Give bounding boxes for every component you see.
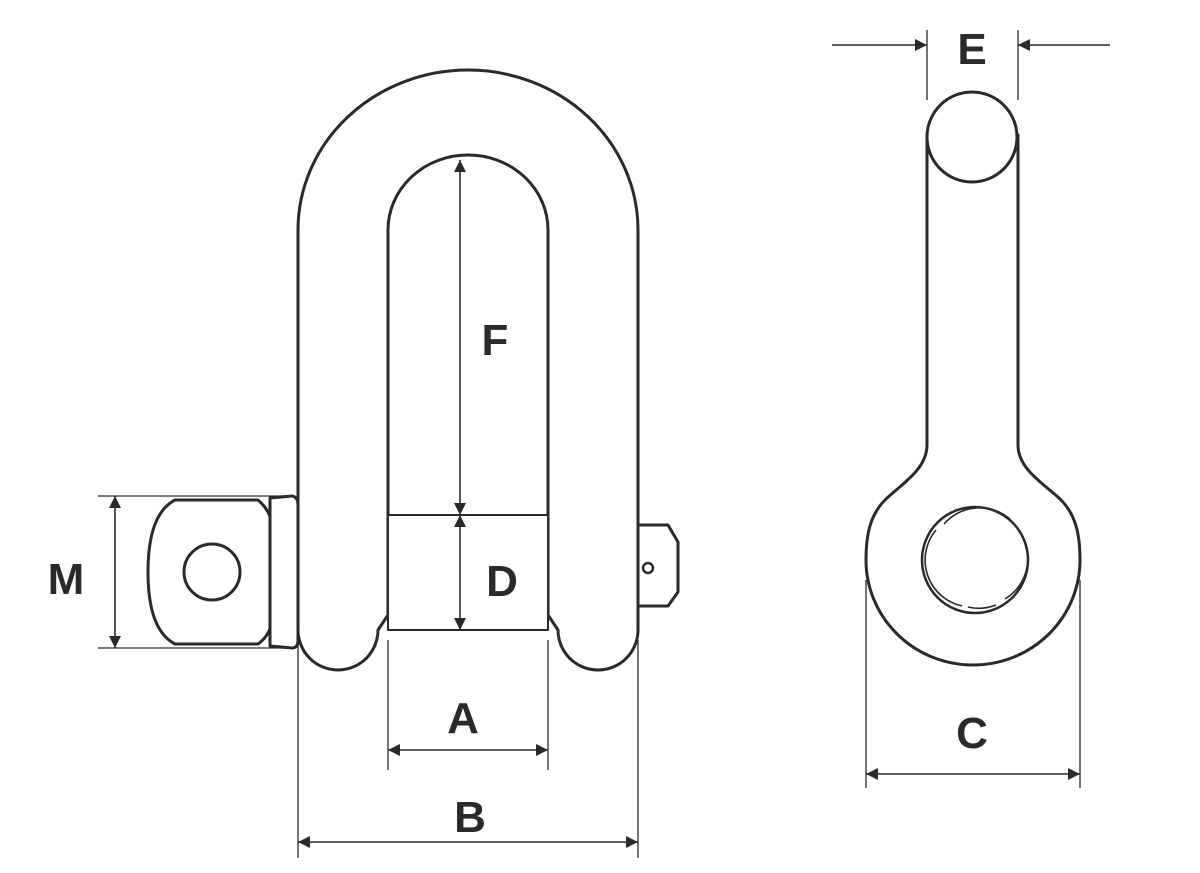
pin-head xyxy=(146,494,300,650)
label-e: E xyxy=(957,25,986,74)
shackle-pin xyxy=(387,514,549,631)
side-crown xyxy=(925,90,1019,184)
label-m: M xyxy=(48,555,85,604)
dimension-m xyxy=(98,495,290,649)
shackle-side-view xyxy=(864,90,1082,667)
dimension-c xyxy=(865,580,1081,788)
dimension-a xyxy=(387,640,549,770)
dimension-b xyxy=(297,640,639,858)
label-f: F xyxy=(482,316,509,365)
pin-hole-outer xyxy=(920,505,1030,615)
label-d: D xyxy=(486,557,518,606)
dimension-e xyxy=(832,30,1110,100)
pin-hole-inner xyxy=(924,506,1029,610)
label-c: C xyxy=(956,709,988,758)
label-b: B xyxy=(454,793,486,842)
shackle-body xyxy=(296,68,640,672)
label-a: A xyxy=(447,694,479,743)
side-profile-body xyxy=(864,133,1082,667)
shackle-front-view xyxy=(146,68,680,672)
